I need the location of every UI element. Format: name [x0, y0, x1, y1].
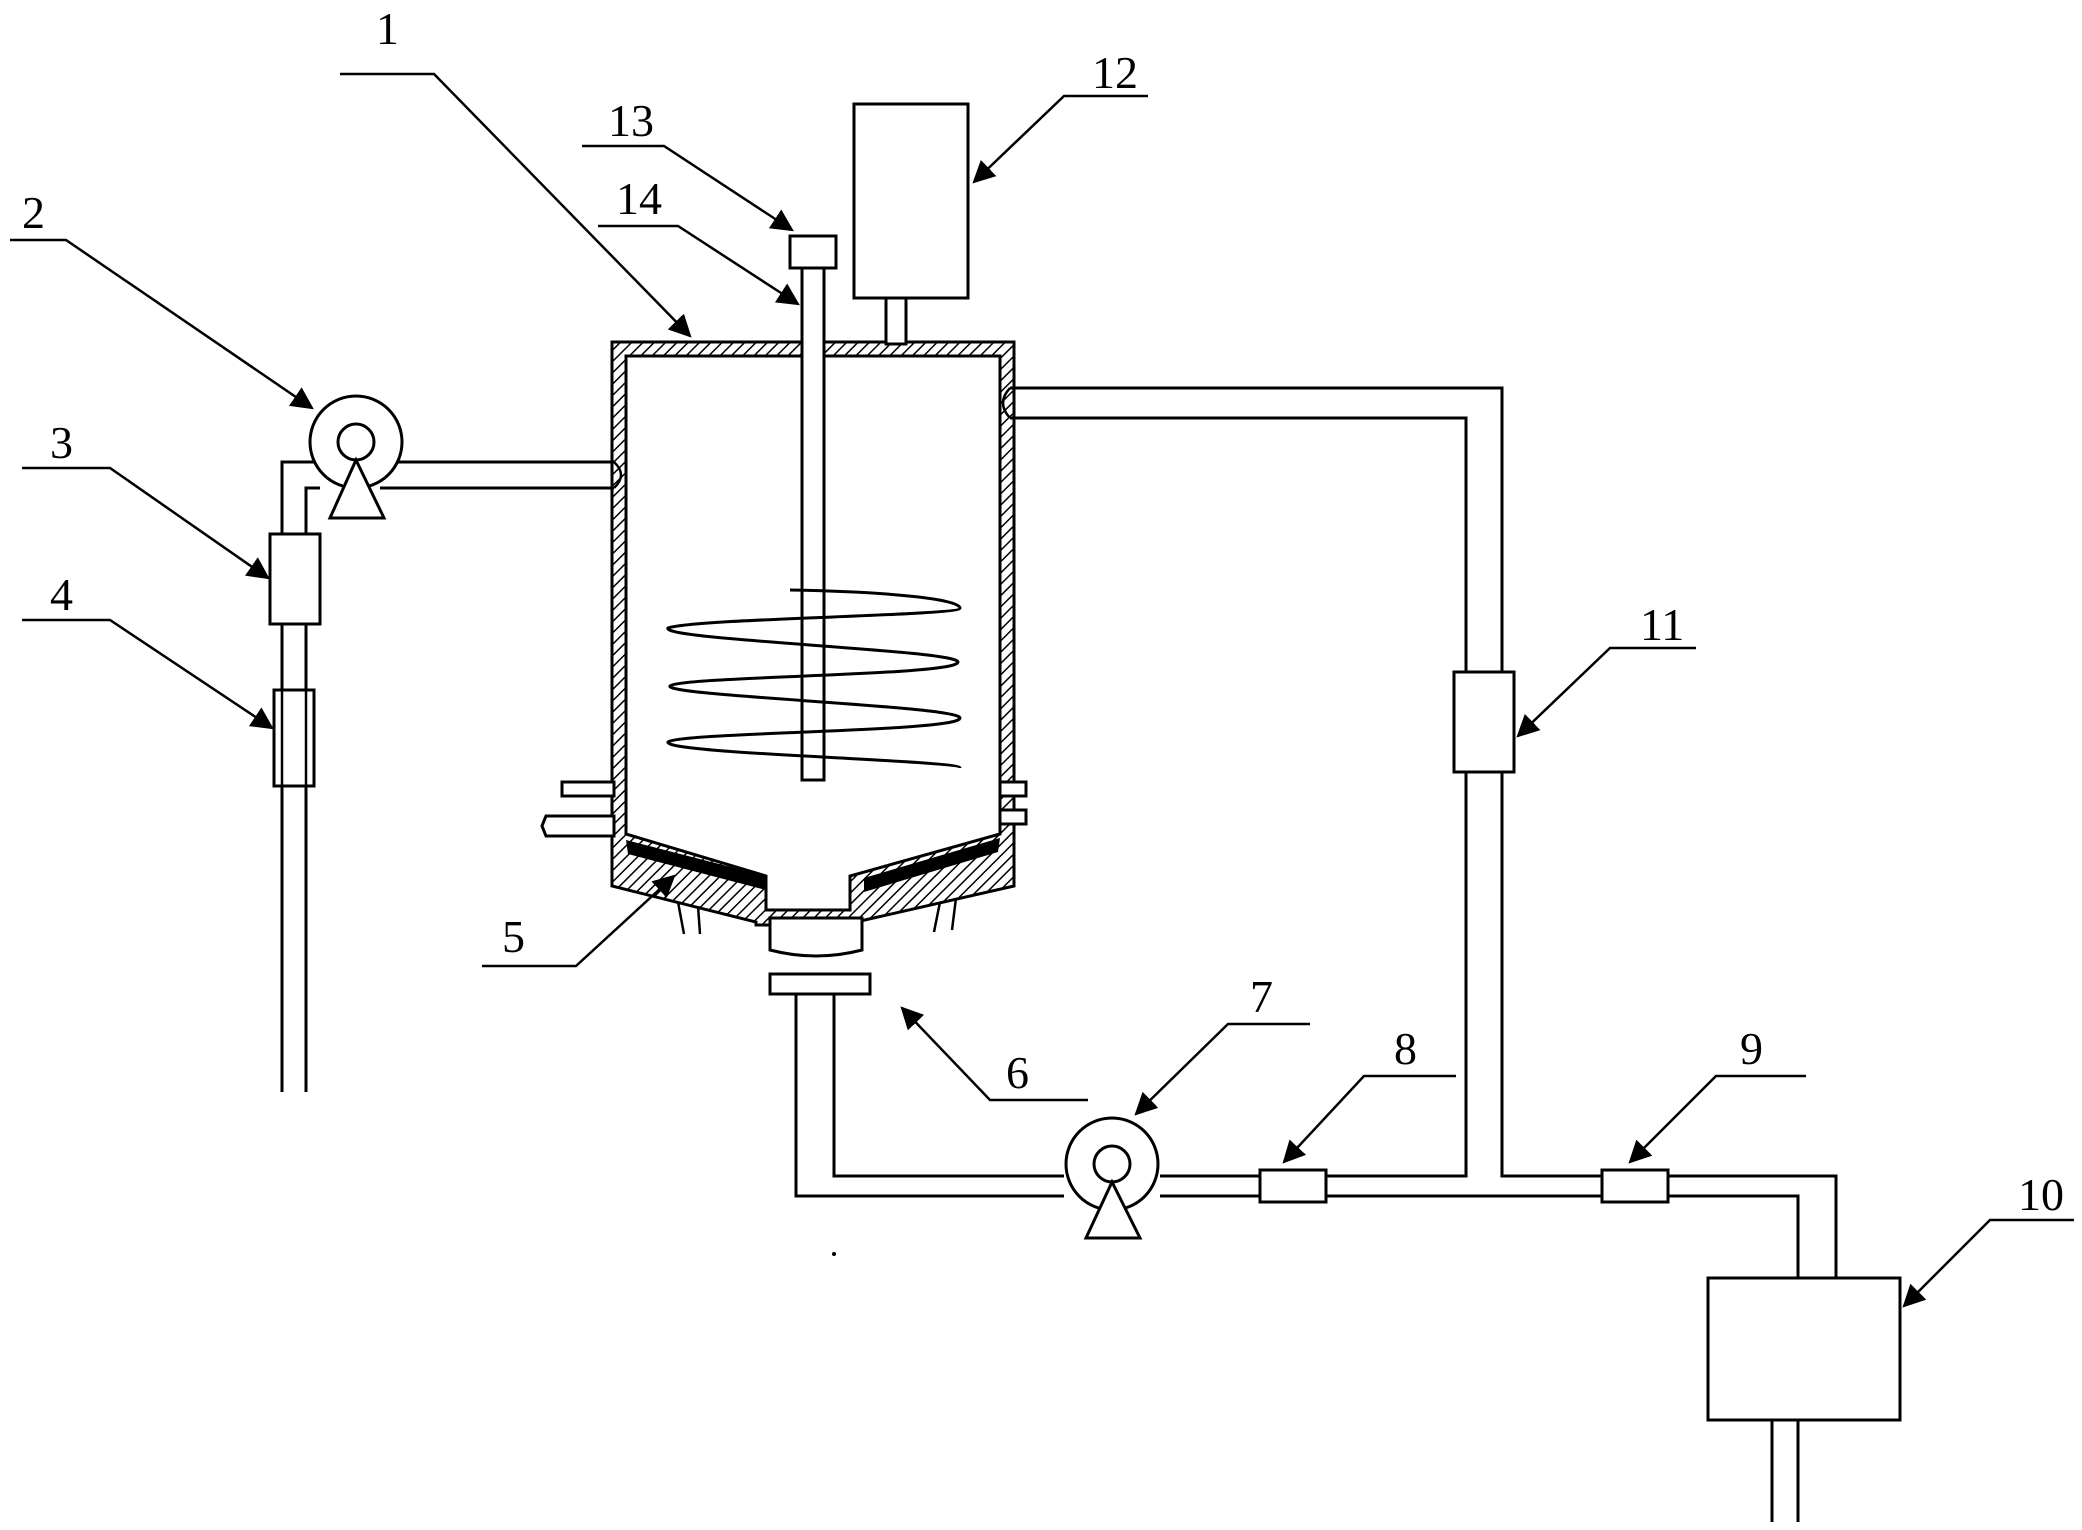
leader-7	[1134, 1022, 1310, 1116]
stirrer-shaft	[800, 266, 826, 782]
bottom-plate-right	[864, 838, 1000, 892]
bottom-nozzle-right	[932, 897, 958, 933]
inlet-line	[268, 394, 623, 1092]
label-8: 8	[1394, 1023, 1417, 1074]
valve-9	[1600, 1168, 1670, 1204]
valve-8	[1258, 1168, 1328, 1204]
pump-7-inner	[1092, 1144, 1132, 1184]
leader-10	[1902, 1218, 2074, 1308]
collection-tank	[1706, 1276, 1902, 1522]
side-nozzle-right-upper	[998, 780, 1028, 798]
leader-5	[482, 874, 676, 968]
label-1: 1	[376, 3, 399, 54]
discharge-valve-6	[768, 972, 872, 996]
vessel-outlet-neck	[768, 916, 864, 958]
pump-2-inner	[336, 422, 376, 462]
label-5: 5	[502, 911, 525, 962]
motor-body	[852, 102, 970, 300]
tank-10-body	[1706, 1276, 1902, 1422]
bottom-plate-left	[626, 840, 766, 890]
main-pipe-bottom	[1160, 1194, 1800, 1522]
inlet-feed-cap	[613, 461, 623, 489]
reaction-vessel	[540, 340, 1028, 958]
leader-14	[598, 224, 800, 306]
leader-9	[1628, 1074, 1806, 1164]
leader-3	[22, 466, 270, 580]
side-nozzle-right-lower	[998, 808, 1028, 826]
leader-4	[22, 618, 274, 730]
stray-dot	[832, 1252, 836, 1256]
leader-lines	[10, 72, 2074, 1308]
discharge-pipe-left	[794, 994, 1064, 1198]
filter-3	[268, 532, 322, 626]
side-nozzle-left-lower	[540, 814, 616, 838]
recirculation-pipe-cap	[1001, 387, 1011, 419]
tank-10-outlet	[1770, 1420, 1800, 1522]
part-labels: 1 2 3 4 5 6 7 8 9 10 11 12 13 14	[22, 3, 2064, 1220]
helical-ribbon	[666, 588, 962, 770]
label-6: 6	[1006, 1047, 1029, 1098]
motor-shaft-coupling	[884, 296, 908, 346]
leader-6	[900, 1006, 1088, 1102]
valve-11	[1452, 670, 1516, 774]
inlet-pipe-inner	[304, 486, 320, 1092]
inlet-feed-pipe	[380, 460, 614, 490]
label-4: 4	[50, 569, 73, 620]
stirrer-shaft-assembly	[666, 234, 962, 782]
label-9: 9	[1740, 1023, 1763, 1074]
vessel-inner-outline	[626, 354, 1002, 834]
leader-13	[582, 144, 794, 232]
label-13: 13	[608, 95, 654, 146]
label-14: 14	[616, 173, 662, 224]
sensor-head	[788, 234, 838, 270]
side-nozzle-left-upper	[560, 780, 616, 798]
leader-12	[972, 94, 1148, 184]
label-7: 7	[1250, 971, 1273, 1022]
label-10: 10	[2018, 1169, 2064, 1220]
leader-11	[1516, 646, 1696, 738]
recirculation-pipe-outer	[1010, 386, 1838, 1286]
discharge-pipe-right	[832, 994, 1064, 1178]
valve-4-line	[280, 690, 308, 786]
pump-7-base	[1083, 1178, 1143, 1240]
leader-8	[1282, 1074, 1456, 1164]
stirrer-motor	[852, 102, 970, 346]
leader-1	[340, 72, 692, 338]
pump-2-base	[327, 456, 387, 520]
label-3: 3	[50, 417, 73, 468]
label-11: 11	[1640, 599, 1684, 650]
label-2: 2	[22, 187, 45, 238]
discharge-line	[768, 386, 1838, 1522]
valve-4	[272, 688, 316, 788]
leader-2	[10, 238, 314, 410]
label-12: 12	[1092, 47, 1138, 98]
bottom-nozzle-left	[676, 901, 702, 935]
